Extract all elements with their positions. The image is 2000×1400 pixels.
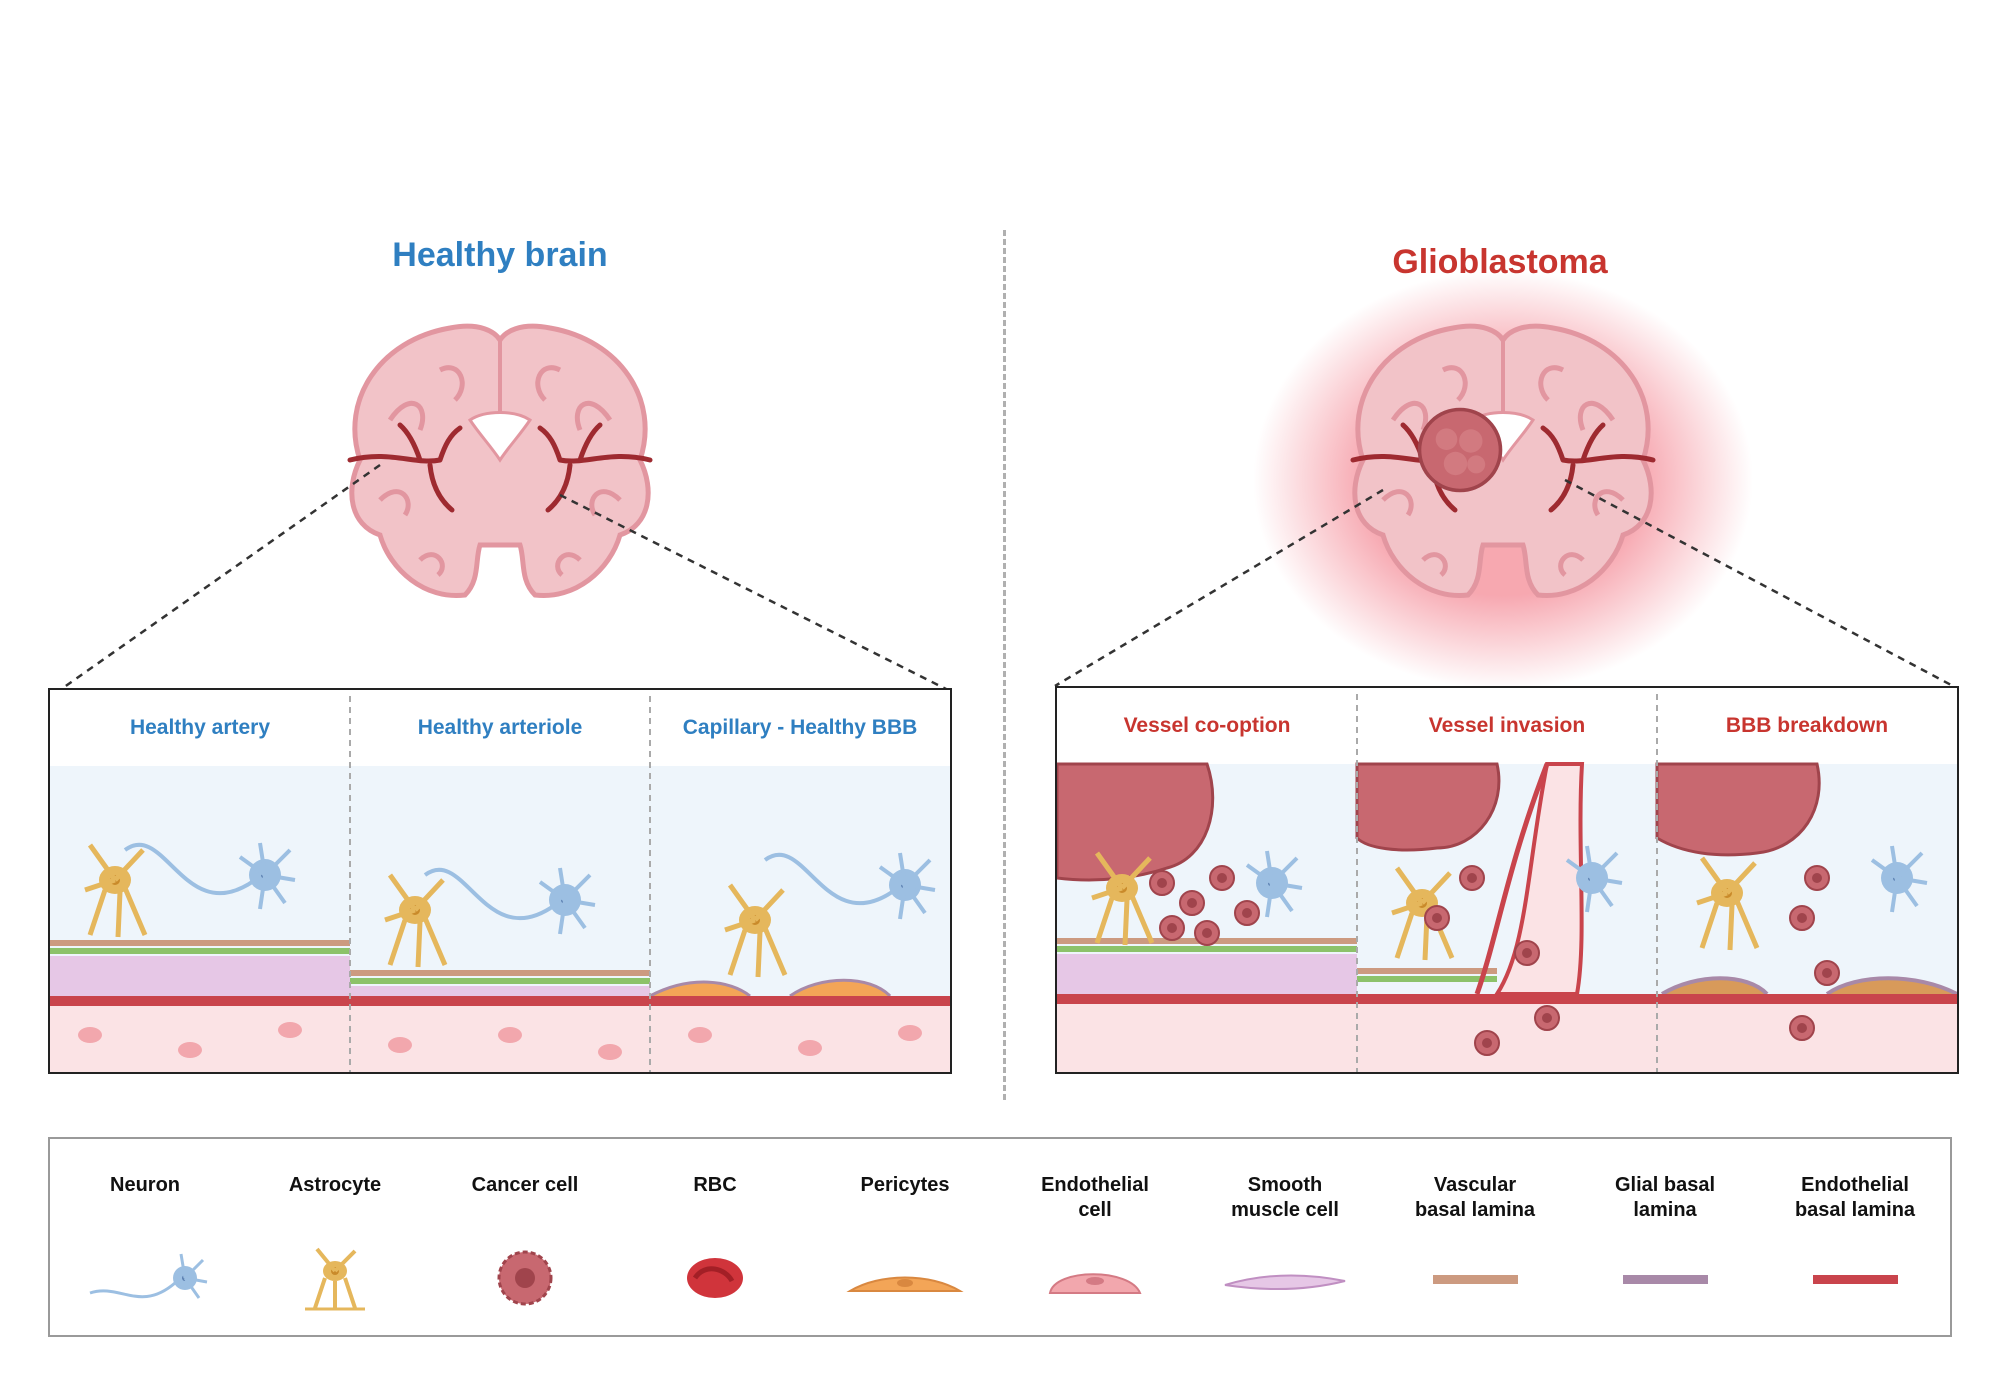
- legend-label: Cancer cell: [471, 1174, 579, 1196]
- vessel-co-option-label: Vessel co-option: [1123, 714, 1291, 737]
- healthy-vessel-panel: Healthy artery Healthy arteriole Capilla…: [48, 688, 952, 1074]
- neuron-icon: [89, 1253, 208, 1299]
- glioblastoma-vessel-panel: Vessel co-option Vessel invasion BBB bre…: [1055, 686, 1959, 1074]
- endothelial-cell-icon: [1048, 1273, 1142, 1294]
- capillary-bbb-label: Capillary - Healthy BBB: [682, 716, 918, 739]
- legend-label: Neuron: [110, 1174, 180, 1196]
- vascular-basal-lamina-icon: [1433, 1275, 1518, 1284]
- healthy-vessel-scene: [50, 696, 950, 1072]
- healthy-arteriole-label: Healthy arteriole: [417, 716, 583, 739]
- healthy-artery-label: Healthy artery: [129, 716, 271, 739]
- healthy-brain-title: Healthy brain: [392, 236, 608, 274]
- legend-label: Astrocyte: [288, 1174, 382, 1196]
- legend-label: Pericytes: [860, 1174, 950, 1196]
- astrocyte-icon: [305, 1247, 365, 1311]
- cancer-cell-icon: [497, 1250, 553, 1306]
- vessel-invasion-label: Vessel invasion: [1428, 714, 1586, 737]
- legend-label: RBC: [693, 1174, 737, 1196]
- bbb-breakdown-label: BBB breakdown: [1725, 714, 1889, 737]
- smooth-muscle-cell-icon: [1224, 1274, 1346, 1291]
- pericyte-icon: [846, 1276, 964, 1292]
- brain-illustrations: [59, 270, 1954, 692]
- endothelial-basal-lamina-icon: [1813, 1275, 1898, 1284]
- glial-basal-lamina-icon: [1623, 1275, 1708, 1284]
- legend: Neuron Astrocyte Cancer cell RBC Pericyt…: [48, 1137, 1952, 1337]
- glioblastoma-vessel-scene: [1057, 694, 1957, 1072]
- rbc-icon: [687, 1258, 743, 1298]
- center-divider: [1003, 230, 1006, 1100]
